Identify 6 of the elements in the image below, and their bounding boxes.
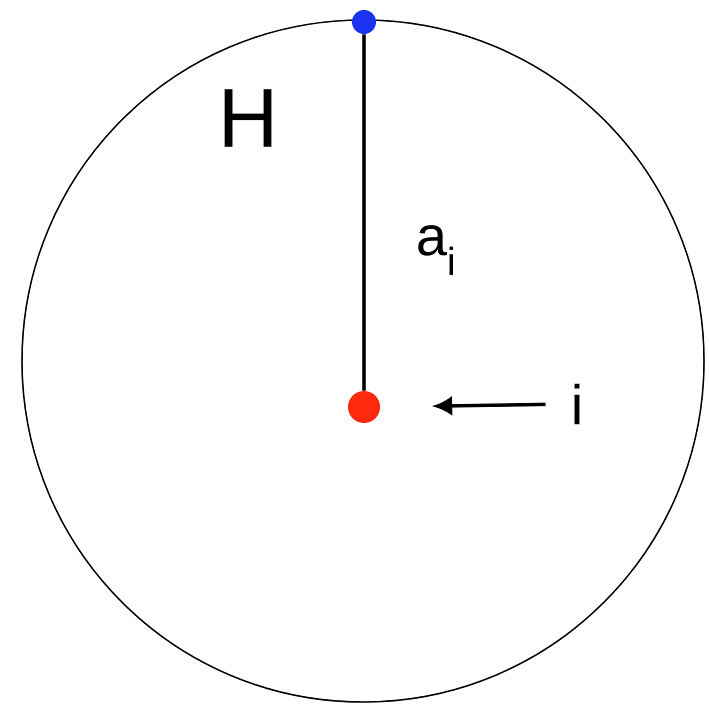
dot xyxy=(348,391,380,423)
region-label: H xyxy=(224,89,272,147)
connector-line xyxy=(362,34,366,391)
edge-label: a$_{i}$ xyxy=(418,225,453,275)
dot xyxy=(352,10,376,34)
pointer-label: i xyxy=(574,384,580,424)
